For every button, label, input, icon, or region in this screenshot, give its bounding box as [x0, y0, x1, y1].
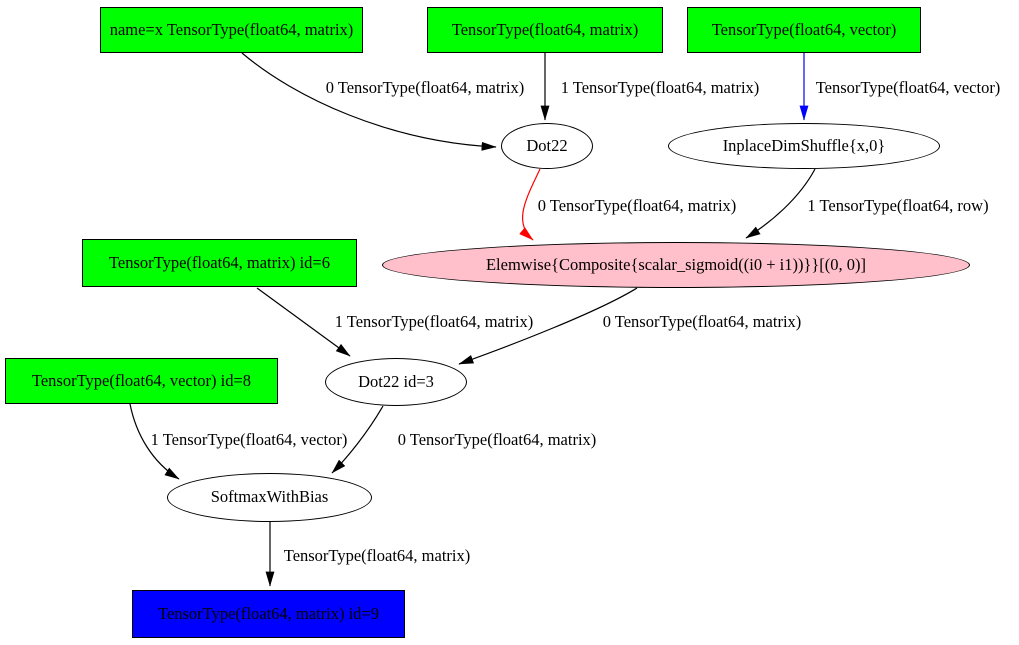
edge-elemwise-dot22id3 [458, 287, 638, 365]
node-elemwise-sigmoid: Elemwise{Composite{scalar_sigmoid((i0 + … [382, 242, 970, 288]
node-inplacedimshuffle: InplaceDimShuffle{x,0} [668, 123, 940, 169]
node-dot22-id3: Dot22 id=3 [325, 358, 467, 406]
edge-inputid6-dot22id3 [256, 287, 351, 357]
edge-label-inputid6-dot22id3: 1 TensorType(float64, matrix) [334, 311, 534, 331]
node-softmaxwithbias: SoftmaxWithBias [167, 473, 372, 522]
edge-label-dimshuffle-elemwise: 1 TensorType(float64, row) [807, 195, 989, 215]
node-dot22: Dot22 [501, 123, 593, 169]
edge-label-softmax-output: TensorType(float64, matrix) [283, 545, 471, 565]
node-input-id8: TensorType(float64, vector) id=8 [5, 358, 278, 404]
edge-dot22id3-softmax [331, 405, 384, 474]
edge-dot22-elemwise [519, 168, 541, 241]
edge-label-dot22-elemwise: 0 TensorType(float64, matrix) [537, 195, 737, 215]
node-input-matrix: TensorType(float64, matrix) [427, 7, 663, 53]
node-input-x: name=x TensorType(float64, matrix) [100, 7, 363, 53]
node-input-id6: TensorType(float64, matrix) id=6 [82, 239, 357, 287]
edge-label-inputmatrix-dot22: 1 TensorType(float64, matrix) [560, 77, 760, 97]
node-output-id9: TensorType(float64, matrix) id=9 [132, 590, 405, 638]
edge-label-inputvector-dimshuffle: TensorType(float64, vector) [815, 77, 1001, 97]
edge-dimshuffle-elemwise [745, 168, 816, 239]
edge-label-inputx-dot22: 0 TensorType(float64, matrix) [325, 77, 525, 97]
edge-label-inputid8-softmax: 1 TensorType(float64, vector) [150, 429, 348, 449]
edge-inputx-dot22 [241, 52, 497, 151]
node-input-vector: TensorType(float64, vector) [687, 7, 921, 53]
edge-label-dot22id3-softmax: 0 TensorType(float64, matrix) [397, 429, 597, 449]
edge-label-elemwise-dot22id3: 0 TensorType(float64, matrix) [602, 311, 802, 331]
edge-inputid8-softmax [129, 403, 180, 480]
